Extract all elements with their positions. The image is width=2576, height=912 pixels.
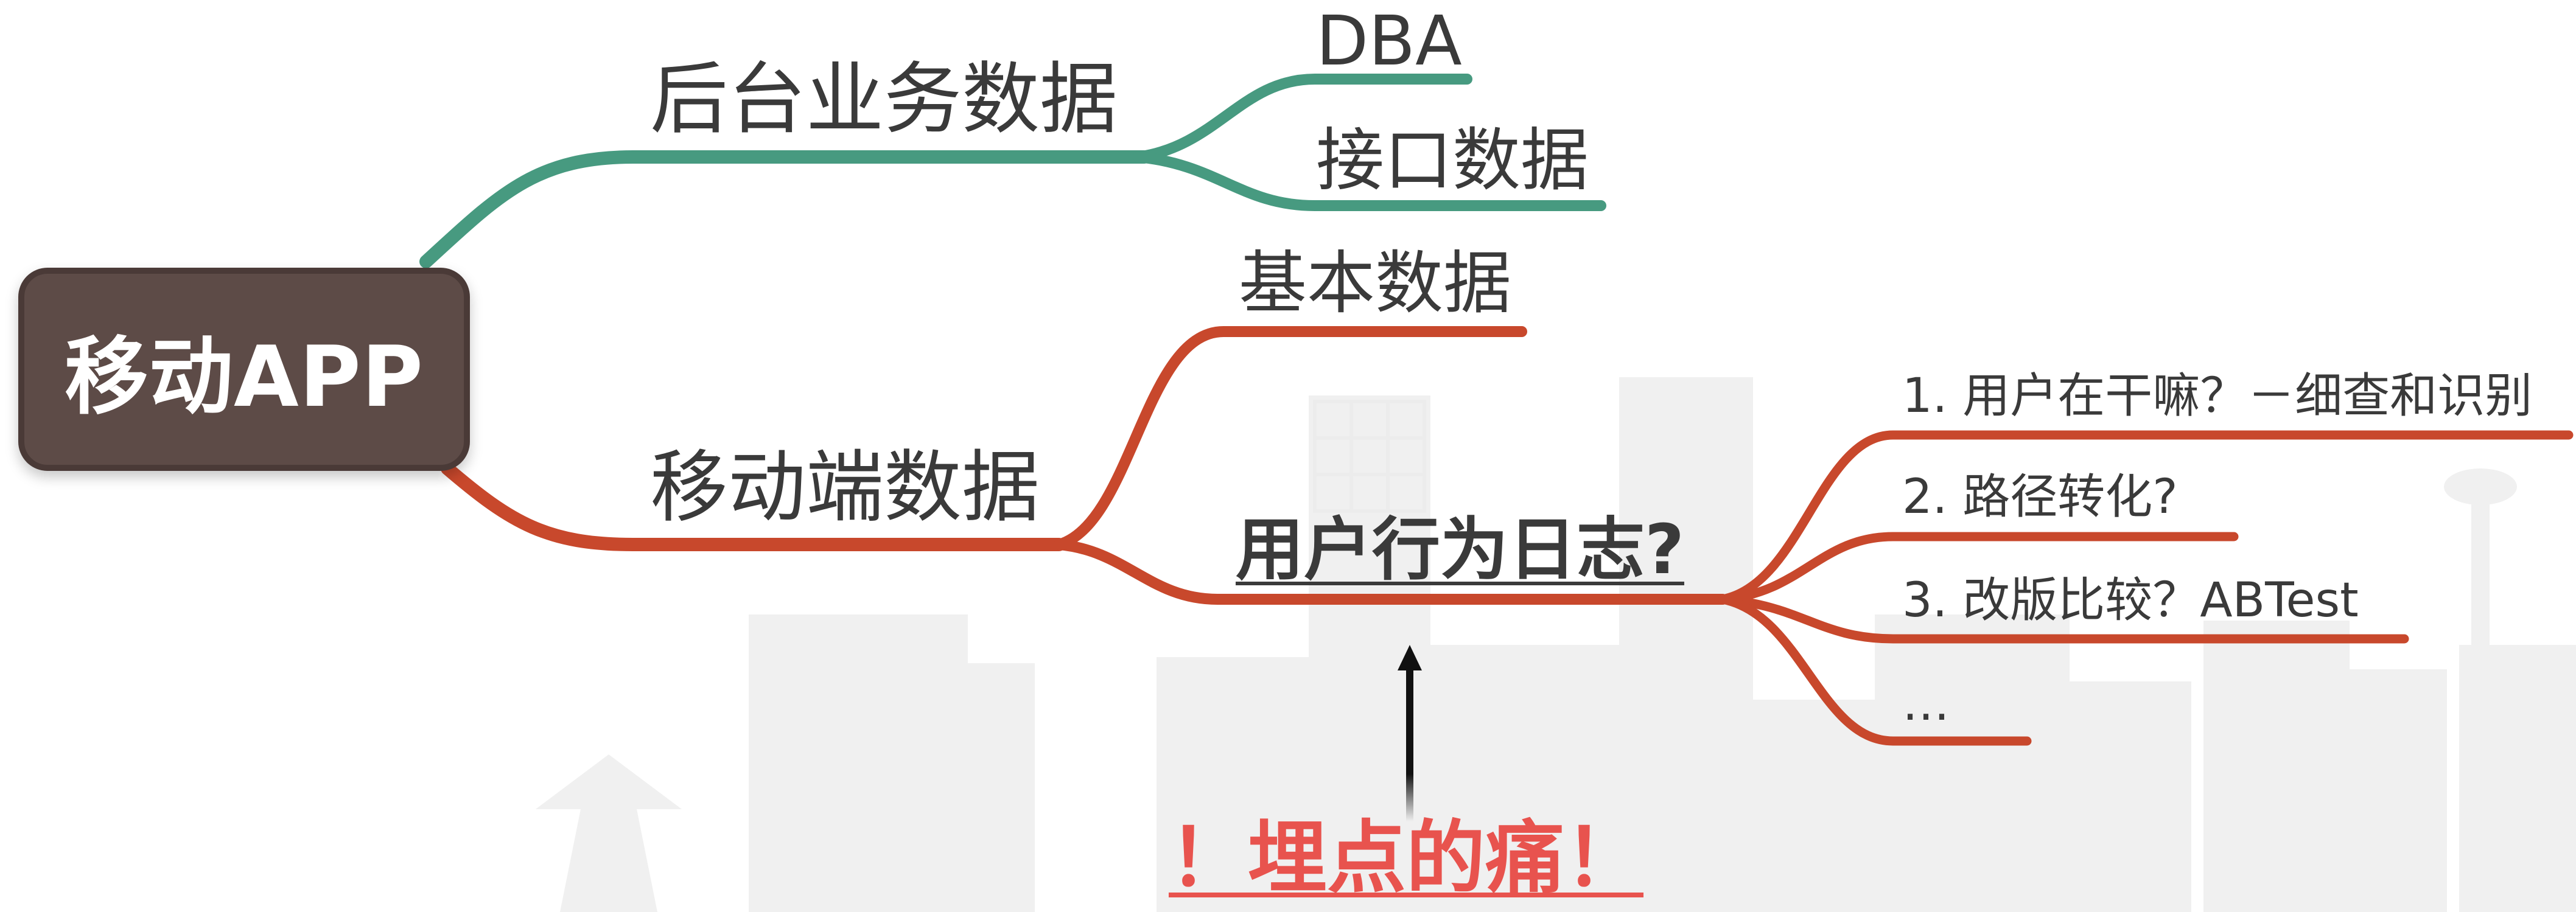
leaf-user-activity[interactable]: 1. 用户在干嘛？－细查和识别 xyxy=(1902,369,2533,423)
topic-dba[interactable]: DBA xyxy=(1316,2,1462,81)
connector-backend-dba xyxy=(1133,74,1472,162)
connector-leaf-2 xyxy=(1718,532,2239,604)
connector-mobile-behavior xyxy=(1054,539,1728,605)
connector-root-mobile xyxy=(441,462,640,551)
connector-leaf-3 xyxy=(1718,594,2409,644)
topic-user-behavior-log[interactable]: 用户行为日志? xyxy=(1236,510,1684,590)
tracking-pain-callout: ！埋点的痛！ xyxy=(1169,812,1644,904)
root-node[interactable]: 移动APP xyxy=(18,268,470,471)
arrow-up-icon xyxy=(1398,645,1422,821)
topic-backend-data[interactable]: 后台业务数据 xyxy=(650,54,1118,145)
leaf-ab-test[interactable]: 3. 改版比较？ABTest xyxy=(1902,573,2359,628)
topic-api-data[interactable]: 接口数据 xyxy=(1316,121,1589,200)
topic-mobile-data[interactable]: 移动端数据 xyxy=(650,442,1040,533)
topic-basic-data[interactable]: 基本数据 xyxy=(1239,244,1511,323)
leaf-more[interactable]: … xyxy=(1902,677,1950,731)
connector-root-backend xyxy=(419,150,640,268)
connector-backend-api xyxy=(1133,151,1606,211)
connector-mobile-basic xyxy=(1054,326,1527,550)
connector-leaf-1 xyxy=(1718,430,2574,604)
root-label: 移动APP xyxy=(64,328,424,426)
leaf-path-conversion[interactable]: 2. 路径转化? xyxy=(1902,470,2178,524)
connector-leaf-4 xyxy=(1718,594,2032,746)
